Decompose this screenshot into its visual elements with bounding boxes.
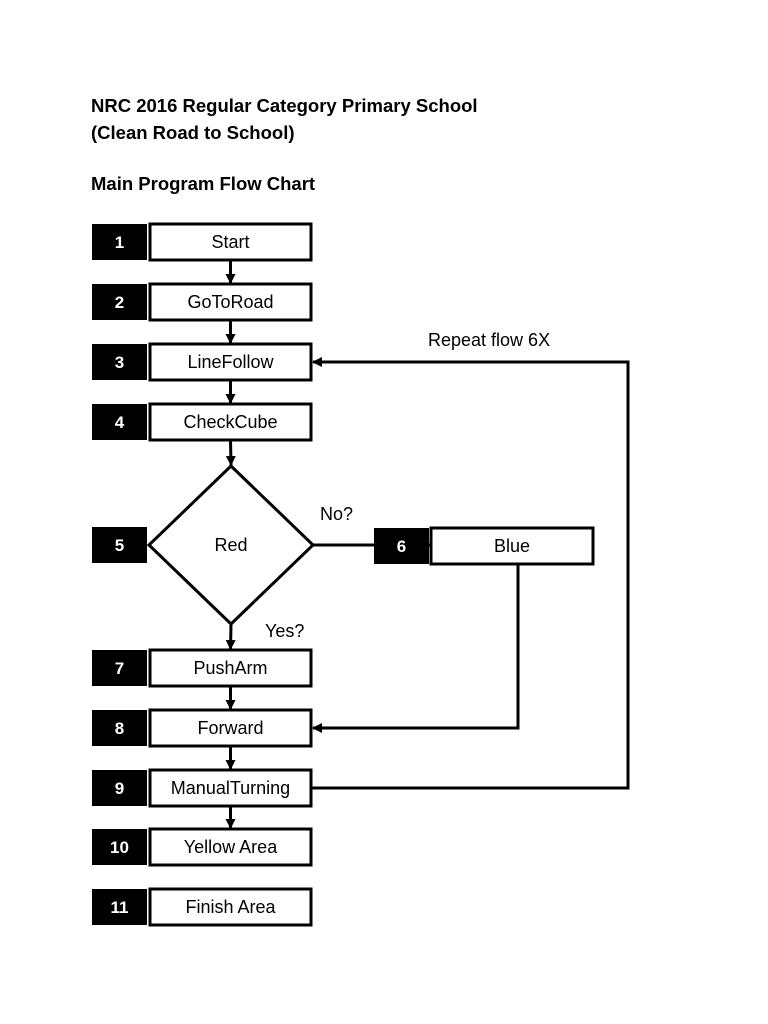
process-box [148, 222, 313, 262]
step-number: 6 [397, 537, 406, 556]
flow-step-manualturning: 9 ManualTurning [92, 768, 313, 808]
step-number-badge [92, 889, 147, 925]
flowchart-heading: Main Program Flow Chart [91, 173, 316, 194]
connector-5-to-7 [225, 623, 236, 650]
step-number-badge [92, 284, 147, 320]
document-title-subline: (Clean Road to School) [91, 122, 295, 143]
step-label: CheckCube [183, 412, 277, 432]
step-number-badge [92, 710, 147, 746]
flow-step-start: 1 Start [92, 222, 313, 262]
connector-label: No? [320, 504, 353, 524]
step-label: LineFollow [187, 352, 274, 372]
process-box [148, 887, 313, 927]
step-number-badge [92, 527, 147, 563]
step-label: GoToRoad [187, 292, 273, 312]
step-label: PushArm [193, 658, 267, 678]
process-box [148, 827, 313, 867]
step-number: 1 [115, 233, 124, 252]
flow-step-checkcube: 4 CheckCube [92, 402, 313, 442]
document-title: NRC 2016 Regular Category Primary School [91, 95, 478, 116]
connector-label: Yes? [265, 621, 304, 641]
step-number: 7 [115, 659, 124, 678]
process-box [148, 402, 313, 442]
flow-step-blue: 6 Blue [374, 526, 595, 566]
step-number: 2 [115, 293, 124, 312]
connector-6-to-8 [312, 564, 520, 733]
process-box [148, 708, 313, 748]
step-number-badge [92, 829, 147, 865]
process-box [148, 342, 313, 382]
flow-step-linefollow: 3 LineFollow [92, 342, 313, 382]
step-label: Blue [494, 536, 530, 556]
step-label: Start [211, 232, 249, 252]
flow-step-yellow-area: 10 Yellow Area [92, 827, 313, 867]
process-box [148, 648, 313, 688]
step-number-badge [92, 344, 147, 380]
step-label: Red [214, 535, 247, 555]
step-label: Forward [197, 718, 263, 738]
flow-step-gotoroad: 2 GoToRoad [92, 282, 313, 322]
connector-label: Repeat flow 6X [428, 330, 550, 350]
process-box [148, 282, 313, 322]
connector-labels-layer: No? Yes? Repeat flow 6X [265, 330, 550, 641]
step-number: 3 [115, 353, 124, 372]
step-number-badge [374, 528, 429, 564]
step-number-badge [92, 224, 147, 260]
connector-4-to-5 [225, 439, 236, 466]
step-number-badge [92, 404, 147, 440]
process-box [429, 526, 595, 566]
step-number-badge [92, 770, 147, 806]
flow-step-pusharm: 7 PushArm [92, 648, 313, 688]
flow-step-finish-area: 11 Finish Area [92, 887, 313, 927]
step-number: 8 [115, 719, 124, 738]
step-number: 11 [111, 898, 129, 917]
decision-diamond [146, 463, 316, 627]
step-label: Yellow Area [184, 837, 278, 857]
step-number: 9 [115, 779, 124, 798]
step-number-badge [92, 650, 147, 686]
flow-step-forward: 8 Forward [92, 708, 313, 748]
step-label: Finish Area [185, 897, 276, 917]
connector-9-to-3 [311, 357, 630, 790]
nodes-layer: 1 Start 2 GoToRoad 3 LineFollow 4 CheckCube 5 Red… [92, 222, 595, 927]
step-number: 4 [115, 413, 125, 432]
step-label: ManualTurning [171, 778, 290, 798]
process-box [148, 768, 313, 808]
flow-step-red: 5 Red [92, 463, 316, 627]
step-number: 5 [115, 536, 124, 555]
step-number: 10 [110, 838, 129, 857]
